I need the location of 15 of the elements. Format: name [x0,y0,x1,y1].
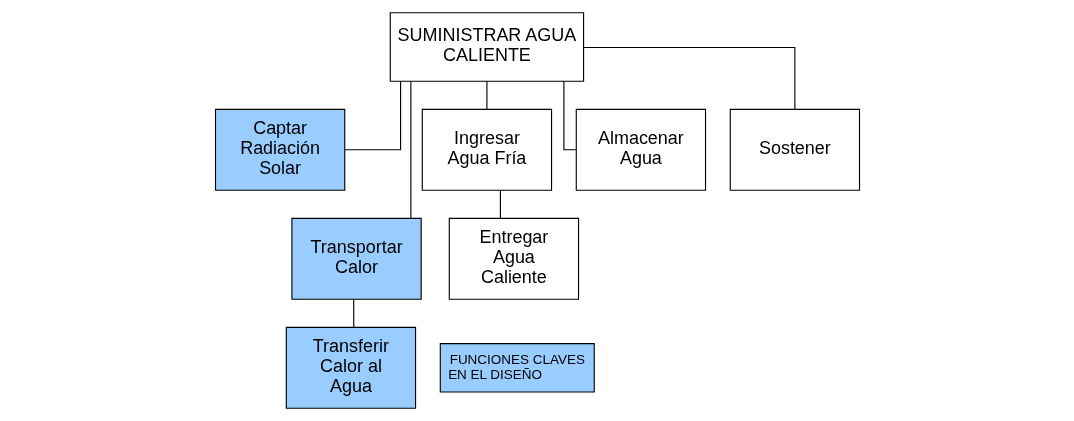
connector [352,298,354,328]
connector [409,80,411,219]
node-box: Almacenar Agua [575,108,706,191]
node-box: Captar Radiación Solar [214,108,345,191]
node-box: Ingresar Agua Fría [421,108,552,191]
connector [499,189,501,219]
node-box: Transportar Calor [290,217,422,300]
node-box: Transferir Calor al Agua [285,326,416,409]
node-box: Sostener [729,108,860,191]
legend-label: FUNCIONES CLAVES EN EL DISEÑO [447,352,585,382]
connector [343,80,401,151]
connector [582,46,795,110]
node-box: Entregar Agua Caliente [448,217,579,300]
connector [485,80,487,110]
node-box: SUMINISTRAR AGUA CALIENTE [389,12,584,82]
